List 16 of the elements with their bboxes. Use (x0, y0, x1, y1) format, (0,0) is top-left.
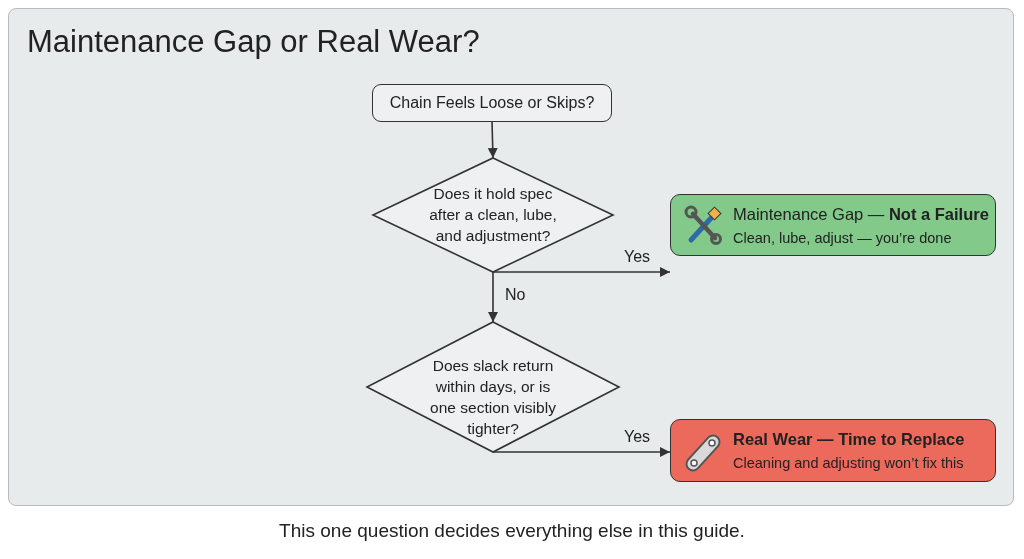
result-box (670, 194, 996, 256)
arrow (492, 267, 671, 277)
question-text: Does slack return within days, or is one section visibly tighter? (429, 356, 557, 439)
result-heading: Maintenance Gap — Not a Failure (733, 205, 989, 224)
result-heading: Real Wear — Time to Replace (733, 430, 965, 449)
start-text: Chain Feels Loose or Skips? (389, 94, 595, 112)
arrow (492, 447, 671, 457)
arrow (487, 121, 498, 159)
result-detail: Clean, lube, adjust — you’re done (733, 230, 952, 246)
caption: This one question decides everything else in this guide. (278, 520, 746, 542)
arrow (488, 271, 498, 323)
result-box (670, 419, 996, 482)
diagram-title: Maintenance Gap or Real Wear? (27, 24, 480, 60)
question-text: Does it hold spec after a clean, lube, and adjustment? (428, 184, 558, 246)
process-box (372, 84, 612, 122)
result-detail: Cleaning and adjusting won’t fix this (733, 455, 964, 471)
